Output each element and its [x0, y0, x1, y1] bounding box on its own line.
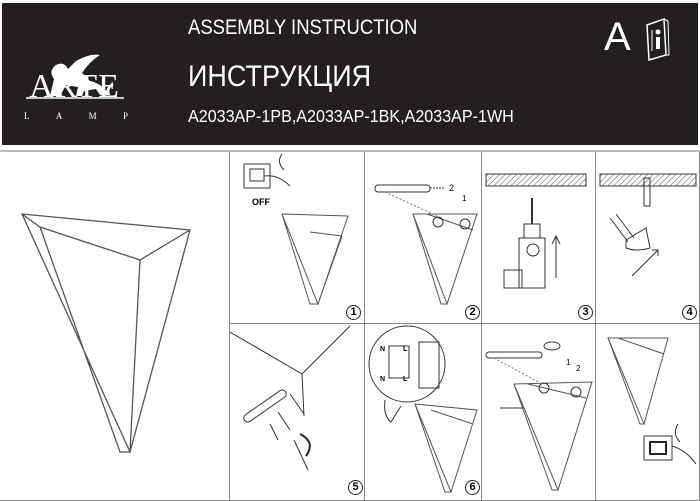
wiring-connection-drawing [368, 325, 478, 494]
step-2-panel: 2 1 2 [365, 152, 482, 324]
wire-label-l: L [403, 376, 408, 383]
product-overview [0, 152, 230, 501]
step-5-panel: 5 [230, 324, 365, 501]
callout-1: 1 [462, 194, 467, 203]
step-number: 5 [348, 480, 363, 495]
step-1-panel: OFF 1 [230, 152, 365, 324]
step-number: 1 [346, 305, 361, 320]
winged-lion-logo-icon [26, 54, 124, 99]
switch-off-drawing [243, 153, 349, 306]
unscrew-bracket-drawing [374, 184, 478, 306]
manual-info-book-icon [646, 17, 670, 61]
step-number: 2 [465, 305, 480, 320]
step-number: 6 [465, 480, 480, 495]
step-4-panel: 4 [596, 152, 700, 324]
step-8-panel [596, 324, 700, 501]
title-english: ASSEMBLY INSTRUCTION [188, 16, 418, 39]
attach-lamp-drawing [485, 341, 593, 492]
step-number: 3 [578, 305, 593, 320]
step-3-panel: 3 [482, 152, 596, 324]
model-numbers: A2033AP-1PB,A2033AP-1BK,A2033AP-1WH [188, 106, 514, 126]
triangle-lamp-drawing [20, 213, 191, 454]
step-7-panel: 1 2 [482, 324, 596, 501]
mount-bracket-drawing [230, 325, 351, 471]
callout-2: 2 [576, 364, 581, 373]
language-letter: A [604, 15, 631, 59]
off-label: OFF [252, 197, 270, 207]
title-russian: ИНСТРУКЦИЯ [188, 60, 372, 93]
instruction-grid: OFF 1 2 1 2 3 [0, 150, 700, 501]
callout-2: 2 [449, 183, 455, 193]
step-6-panel: N L N L 6 [365, 324, 482, 501]
wire-label-l: L [403, 346, 408, 353]
wire-label-n: N [380, 346, 386, 353]
switch-on-drawing [607, 337, 697, 465]
insert-dowel-drawing [599, 173, 697, 277]
drill-wall-drawing [485, 173, 587, 289]
wire-label-n: N [380, 376, 386, 383]
brand-name: ARTE [29, 68, 120, 105]
step-number: 4 [682, 305, 697, 320]
callout-1: 1 [566, 358, 571, 367]
